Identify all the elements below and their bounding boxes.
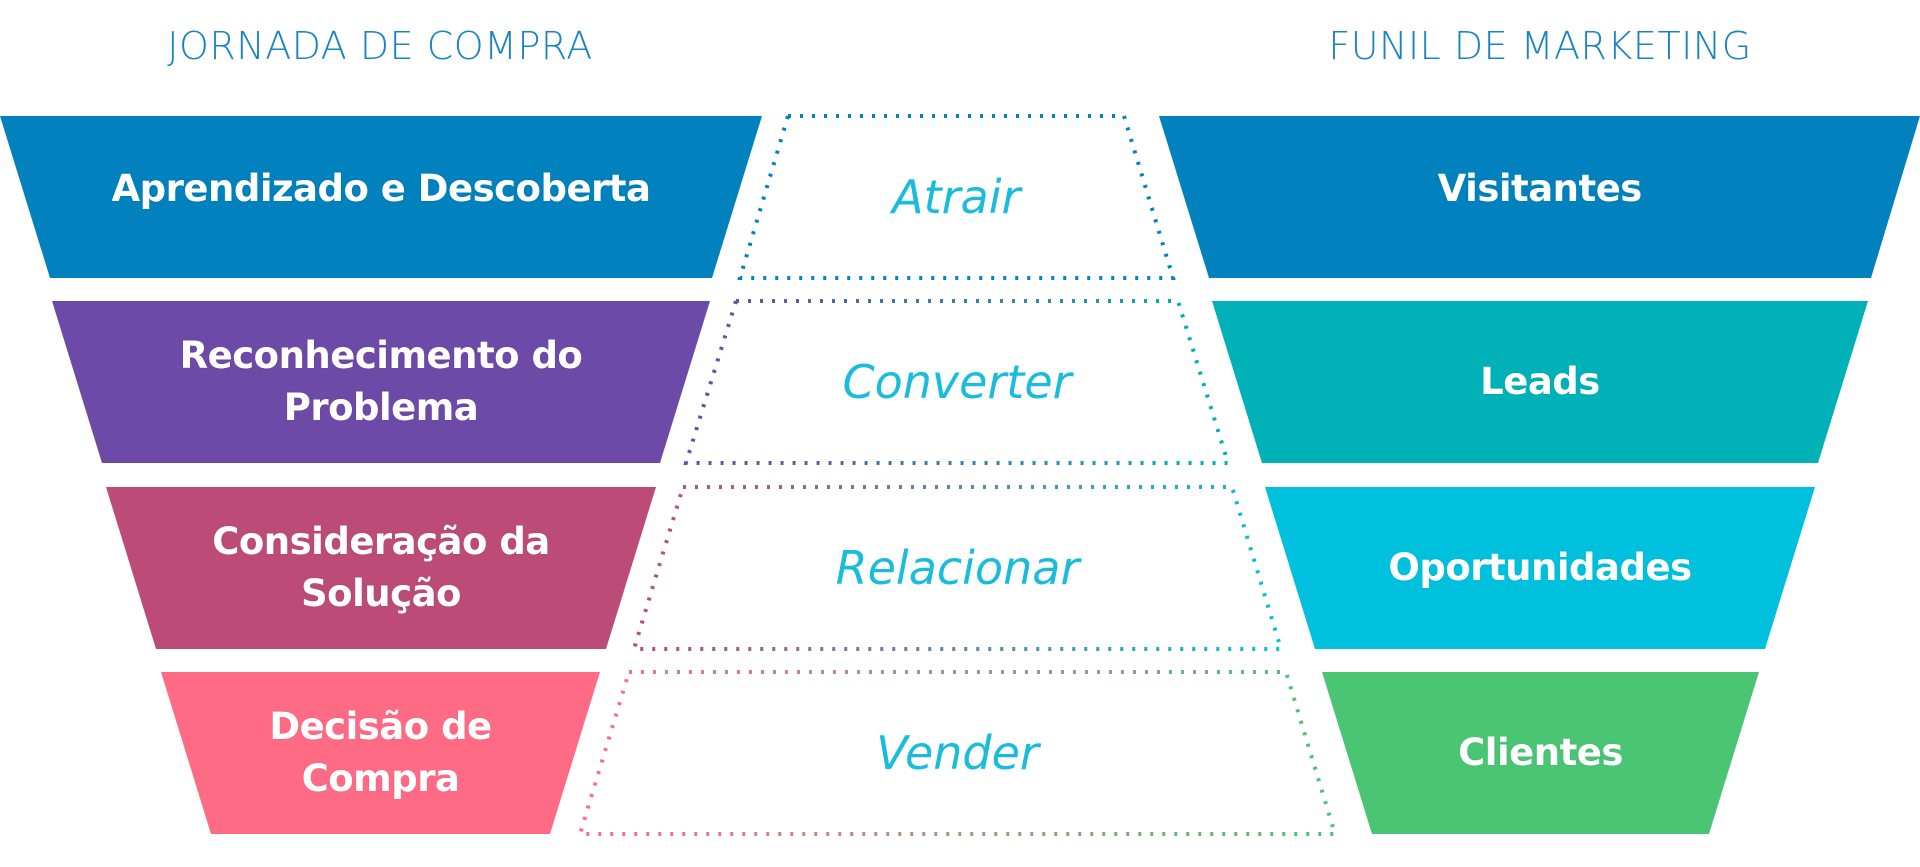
funnel-label-2: Leads	[1480, 360, 1600, 404]
heading-jornada-de-compra: JORNADA DE COMPRA	[167, 24, 593, 68]
funnel-label-3: Oportunidades	[1388, 546, 1692, 590]
journey-shape-4	[161, 672, 600, 834]
heading-funil-de-marketing: FUNIL DE MARKETING	[1328, 24, 1752, 68]
journey-label-4: Decisão de Compra	[269, 705, 492, 800]
journey-shape-2	[52, 301, 710, 463]
stage-label-2: Converter	[842, 355, 1072, 409]
stage-label-4: Vender	[876, 726, 1039, 780]
marketing-funnel	[1159, 116, 1920, 834]
stage-label-3: Relacionar	[835, 541, 1080, 595]
journey-shape-1	[0, 116, 762, 278]
funnel-shape-2	[1212, 301, 1868, 463]
funnel-shape-3	[1265, 487, 1815, 649]
funnel-shape-4	[1322, 672, 1759, 834]
funnel-label-4: Clientes	[1458, 731, 1623, 775]
journey-shape-3	[106, 487, 656, 649]
funnel-label-1: Visitantes	[1437, 167, 1643, 211]
journey-label-1: Aprendizado e Descoberta	[111, 167, 651, 211]
funnel-shape-1	[1159, 116, 1920, 278]
journey-label-3: Consideração da Solução	[212, 520, 550, 615]
stage-label-1: Atrair	[892, 170, 1021, 224]
journey-label-2: Reconhecimento do Problema	[179, 334, 583, 429]
stage-funnel	[577, 114, 1338, 836]
journey-funnel	[0, 116, 762, 834]
stage-outline-1	[737, 114, 1176, 280]
